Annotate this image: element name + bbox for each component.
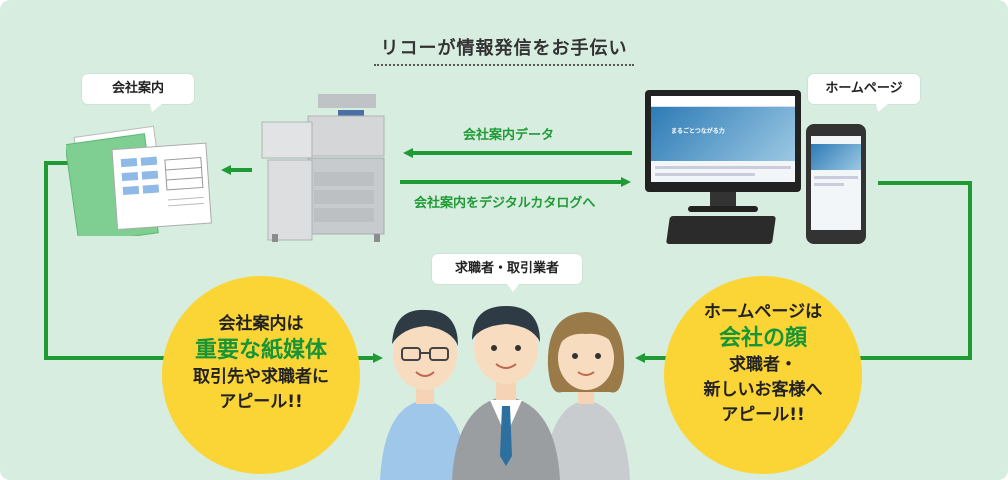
person-glasses-man: [380, 309, 468, 480]
phone-content-line: [814, 176, 858, 179]
smartphone: [806, 124, 866, 244]
screen-banner-text: まるごとつながる力: [671, 128, 725, 135]
brochure-illustration: [66, 125, 212, 236]
title-underline: [374, 64, 634, 66]
printer-illustration: [261, 94, 385, 242]
monitor-stand: [710, 192, 736, 206]
right-circle-highlight: 会社の顔: [718, 326, 807, 351]
left-circle-line3: 取引先や求職者に: [193, 367, 329, 387]
right-circle-line1: ホームページは: [703, 302, 823, 322]
data-arrow-label: 会社案内データ: [463, 128, 555, 143]
screen-nav-bar: [651, 96, 795, 107]
right-circle-line5: アピール!!: [721, 405, 805, 425]
left-circle-line1: 会社案内は: [218, 314, 304, 334]
homepage-bubble-label: ホームページ: [825, 81, 903, 96]
audience-bubble-label: 求職者・取引業者: [454, 261, 559, 276]
phone-content-line: [814, 183, 844, 186]
monitor-screen: まるごとつながる力: [651, 96, 795, 182]
monitor-base: [688, 206, 758, 212]
catalog-arrow-label: 会社案内をデジタルカタログへ: [414, 196, 596, 211]
phone-screen: [811, 136, 861, 230]
screen-hero: [651, 107, 795, 161]
keyboard: [666, 216, 776, 244]
right-circle-line4: 新しいお客様へ: [703, 380, 823, 400]
right-message-circle: ホームページは 会社の顔 求職者・ 新しいお客様へ アピール!!: [664, 276, 862, 474]
audience-bubble: 求職者・取引業者: [432, 254, 582, 292]
left-message-circle: 会社案内は 重要な紙媒体 取引先や求職者に アピール!!: [162, 276, 360, 474]
people-illustration: [380, 306, 630, 480]
screen-content-line: [655, 166, 791, 169]
phone-hero: [811, 144, 861, 170]
person-suit-man: [452, 306, 560, 480]
person-woman: [544, 312, 630, 480]
right-circle-line3: 求職者・: [729, 355, 797, 375]
brochure-bubble-label: 会社案内: [111, 81, 164, 96]
left-circle-highlight: 重要な紙媒体: [194, 338, 327, 363]
brochure-bubble: 会社案内: [82, 74, 194, 104]
left-circle-line4: アピール!!: [219, 392, 303, 412]
diagram-title: リコーが情報発信をお手伝い: [380, 38, 628, 59]
homepage-bubble: ホームページ: [808, 74, 920, 104]
desktop-monitor: まるごとつながる力: [645, 90, 801, 192]
screen-content-line: [655, 173, 755, 176]
